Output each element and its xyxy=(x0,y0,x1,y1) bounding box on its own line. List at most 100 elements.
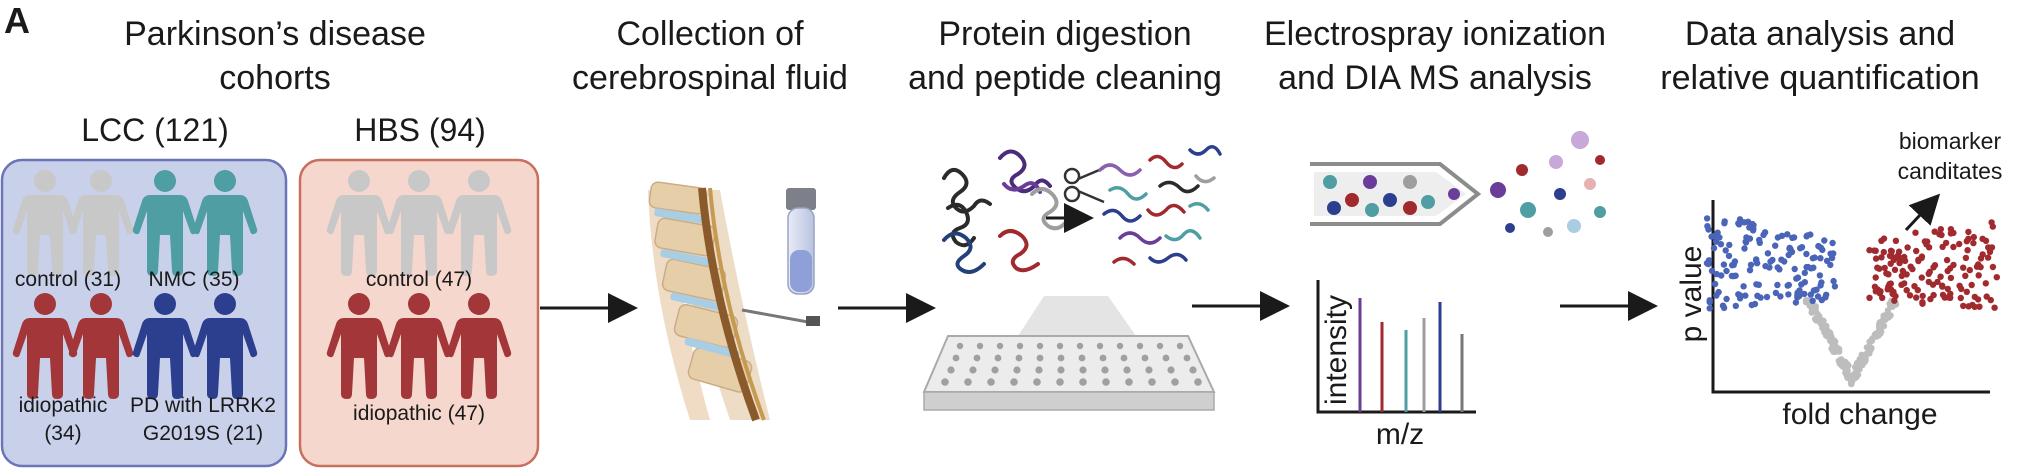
annotation-line1: biomarker xyxy=(1898,128,2002,154)
volcano-dot xyxy=(1789,234,1796,241)
volcano-dot xyxy=(1926,268,1933,276)
step-title-cohorts: Parkinson’s disease cohorts xyxy=(60,12,490,100)
volcano-dot xyxy=(1851,375,1858,382)
volcano-dot xyxy=(1885,271,1892,278)
volcano-dot xyxy=(1766,264,1773,271)
volcano-dot xyxy=(1977,255,1985,262)
hbs-idiopathic-label: idiopathic (47) xyxy=(353,402,485,425)
volcano-dot xyxy=(1878,254,1885,261)
volcano-dot xyxy=(1918,274,1926,281)
volcano-dot xyxy=(1708,233,1715,240)
volcano-dot xyxy=(1904,244,1911,251)
volcano-dot xyxy=(1880,248,1888,256)
volcano-dot xyxy=(1712,238,1720,245)
volcano-dot xyxy=(1740,283,1747,290)
volcano-dot xyxy=(1950,261,1957,269)
volcano-axes xyxy=(1711,200,1990,394)
volcano-dot xyxy=(1792,299,1800,306)
volcano-dot xyxy=(1939,282,1946,289)
volcano-dot xyxy=(1747,261,1755,268)
volcano-dot xyxy=(1965,303,1972,310)
volcano-dot xyxy=(1809,297,1816,304)
volcano-dot xyxy=(1772,289,1780,297)
volcano-dot xyxy=(1868,336,1876,343)
volcano-dot xyxy=(1713,270,1720,278)
volcano-dot xyxy=(1988,244,1996,251)
volcano-dot xyxy=(1913,247,1920,255)
volcano-dot xyxy=(1886,252,1894,260)
volcano-dot xyxy=(1991,304,1998,311)
volcano-dot xyxy=(1710,244,1718,252)
volcano-dot xyxy=(1735,291,1742,298)
volcano-dot xyxy=(1958,285,1965,293)
volcano-dot xyxy=(1919,292,1926,300)
volcano-dot xyxy=(1872,247,1879,254)
step-title-line2: and peptide cleaning xyxy=(908,59,1222,97)
electrospray-nozzle-icon xyxy=(1310,162,1482,226)
volcano-dot xyxy=(1728,272,1736,280)
volcano-dot xyxy=(1832,338,1839,345)
volcano-dot xyxy=(1950,243,1957,251)
lcc-control-label: control (31) xyxy=(14,268,122,291)
volcano-dot xyxy=(1725,252,1733,260)
volcano-dot xyxy=(1915,257,1922,265)
step-title-line1: Data analysis and xyxy=(1684,15,1956,53)
volcano-dot xyxy=(1774,281,1781,289)
volcano-dot xyxy=(1957,294,1965,302)
lcc-lrrk2-label: PD with LRRK2 G2019S (21) xyxy=(120,392,286,448)
volcano-dot xyxy=(1866,294,1873,301)
step-title-line2: cerebrospinal fluid xyxy=(572,59,848,97)
volcano-dot xyxy=(1732,302,1740,310)
volcano-dot xyxy=(1964,247,1971,254)
volcano-dot xyxy=(1965,228,1972,236)
volcano-dot xyxy=(1720,261,1728,268)
lcc-nmc-label: NMC (35) xyxy=(148,268,240,291)
volcano-dot xyxy=(1817,282,1824,289)
lcc-idiopathic-label: idiopathic (34) xyxy=(8,392,118,448)
volcano-dot xyxy=(1903,287,1910,294)
volcano-dot xyxy=(1744,218,1752,225)
step-title-csf: Collection of cerebrospinal fluid xyxy=(545,12,875,100)
volcano-dot xyxy=(1968,281,1975,289)
volcano-dot xyxy=(1973,263,1981,270)
volcano-dot xyxy=(1703,215,1711,222)
volcano-dot xyxy=(1887,247,1895,254)
volcano-dot xyxy=(1798,281,1805,288)
volcano-dot xyxy=(1767,258,1774,265)
volcano-dot xyxy=(1723,267,1730,275)
volcano-dot xyxy=(1919,300,1926,307)
volcano-dot xyxy=(1944,267,1951,275)
volcano-dot xyxy=(1785,291,1792,298)
volcano-dot xyxy=(1818,296,1826,304)
volcano-dot xyxy=(1866,247,1873,254)
volcano-dot xyxy=(1879,317,1887,324)
volcano-dot xyxy=(1993,274,2001,281)
volcano-dot xyxy=(1842,363,1849,371)
label-line2: G2019S (21) xyxy=(142,422,264,445)
volcano-dot xyxy=(1872,255,1880,262)
spray-ions-icon xyxy=(1490,131,1606,237)
volcano-dot xyxy=(1742,292,1749,299)
volcano-dot xyxy=(1717,241,1725,248)
volcano-dot xyxy=(1723,295,1730,303)
volcano-dot xyxy=(1974,296,1982,303)
hbs-control-label: control (47) xyxy=(365,268,473,291)
volcano-dot xyxy=(1756,239,1764,246)
volcano-dot xyxy=(1976,303,1983,310)
volcano-dot xyxy=(1829,239,1836,247)
volcano-dot xyxy=(1821,329,1828,336)
volcano-dot xyxy=(1970,233,1978,241)
volcano-annotation: biomarker canditates xyxy=(1880,126,2020,186)
volcano-dot xyxy=(1962,272,1969,279)
spectrum-ylabel: intensity xyxy=(1320,294,1353,406)
volcano-dot xyxy=(1755,281,1763,288)
volcano-dot xyxy=(1820,320,1827,328)
volcano-dot xyxy=(1722,247,1729,254)
protein-coils-icon xyxy=(942,149,1068,274)
volcano-dot xyxy=(1912,229,1919,236)
step-title-line1: Parkinson’s disease xyxy=(124,15,426,53)
volcano-dot xyxy=(1897,256,1904,263)
volcano-dot xyxy=(1835,357,1843,364)
volcano-dot xyxy=(1960,302,1967,310)
volcano-dot xyxy=(1752,257,1760,264)
